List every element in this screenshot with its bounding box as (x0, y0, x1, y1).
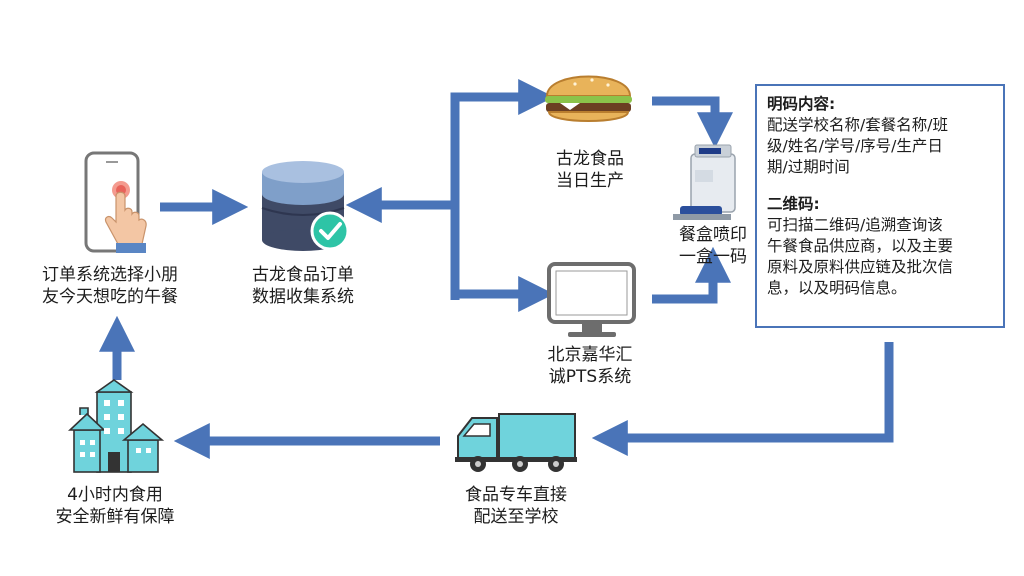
production-label: 古龙食品 当日生产 (556, 149, 624, 191)
qr-code-line: 息，以及明码信息。 (767, 279, 907, 297)
code-info-box: 明码内容: 配送学校名称/套餐名称/班 级/姓名/学号/序号/生产日 期/过期时… (755, 84, 1005, 328)
phone-tap-icon (84, 151, 147, 253)
school-building-icon (67, 379, 165, 473)
delivery-label: 食品专车直接 配送至学校 (465, 485, 567, 527)
arrow-pts-to-printer (652, 246, 731, 304)
order-label: 订单系统选择小朋 友今天想吃的午餐 (42, 265, 178, 307)
qr-code-heading: 二维码: (767, 195, 820, 213)
arrow-info-to-delivery (591, 342, 894, 456)
burger-icon (545, 75, 632, 122)
plain-code-heading: 明码内容: (767, 95, 836, 113)
truck-icon (455, 413, 577, 472)
qr-code-line: 原料及原料供应链及批次信 (767, 258, 954, 276)
plain-code-line: 期/过期时间 (767, 158, 850, 176)
database-check-icon (261, 161, 350, 251)
monitor-icon (547, 262, 636, 337)
arrows (99, 79, 894, 459)
school-label: 4小时内食用 安全新鲜有保障 (55, 485, 175, 527)
spacer (767, 178, 995, 194)
inkjet-printer-icon (673, 144, 736, 220)
arrow-production-to-printer (652, 96, 733, 149)
pts-label: 北京嘉华汇 诚PTS系统 (547, 345, 633, 387)
arrow-hub-to-production (450, 79, 555, 300)
printer-label: 餐盒喷印 一盒一码 (679, 225, 747, 267)
qr-code-line: 午餐食品供应商，以及主要 (767, 237, 954, 255)
database-label: 古龙食品订单 数据收集系统 (252, 265, 354, 307)
plain-code-line: 级/姓名/学号/序号/生产日 (767, 137, 943, 155)
plain-code-line: 配送学校名称/套餐名称/班 (767, 116, 948, 134)
qr-code-line: 可扫描二维码/追溯查询该 (767, 216, 943, 234)
arrow-hub-to-pts (450, 200, 555, 312)
